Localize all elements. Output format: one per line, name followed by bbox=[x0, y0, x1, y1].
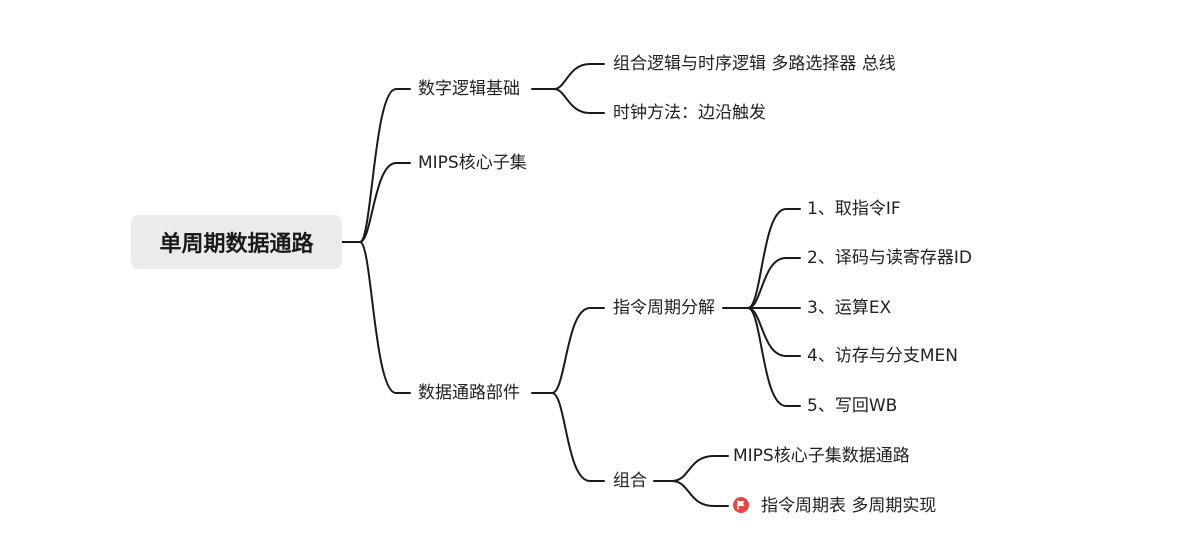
root-node[interactable]: 单周期数据通路 bbox=[131, 215, 342, 269]
node-cycle-step-3[interactable]: 3、运算EX bbox=[807, 298, 892, 318]
node-cycle-decomposition[interactable]: 指令周期分解 bbox=[613, 298, 715, 318]
node-mips-subset[interactable]: MIPS核心子集 bbox=[418, 153, 527, 173]
node-datapath-parts[interactable]: 数据通路部件 bbox=[418, 383, 520, 403]
node-cycle-step-4[interactable]: 4、访存与分支MEN bbox=[807, 346, 958, 366]
node-combine-child-2-label: 指令周期表 多周期实现 bbox=[761, 496, 937, 516]
node-cycle-step-1[interactable]: 1、取指令IF bbox=[807, 199, 901, 219]
flag-icon bbox=[733, 497, 749, 513]
node-combine-child-2[interactable]: 指令周期表 多周期实现 bbox=[733, 495, 936, 517]
node-logic-child-1[interactable]: 组合逻辑与时序逻辑 多路选择器 总线 bbox=[613, 54, 896, 74]
node-digital-logic[interactable]: 数字逻辑基础 bbox=[418, 79, 520, 99]
node-cycle-step-2[interactable]: 2、译码与读寄存器ID bbox=[807, 248, 972, 268]
node-combine[interactable]: 组合 bbox=[613, 471, 647, 491]
node-cycle-step-5[interactable]: 5、写回WB bbox=[807, 396, 898, 416]
node-logic-child-2[interactable]: 时钟方法：边沿触发 bbox=[613, 103, 766, 123]
node-combine-child-1[interactable]: MIPS核心子集数据通路 bbox=[733, 446, 910, 466]
